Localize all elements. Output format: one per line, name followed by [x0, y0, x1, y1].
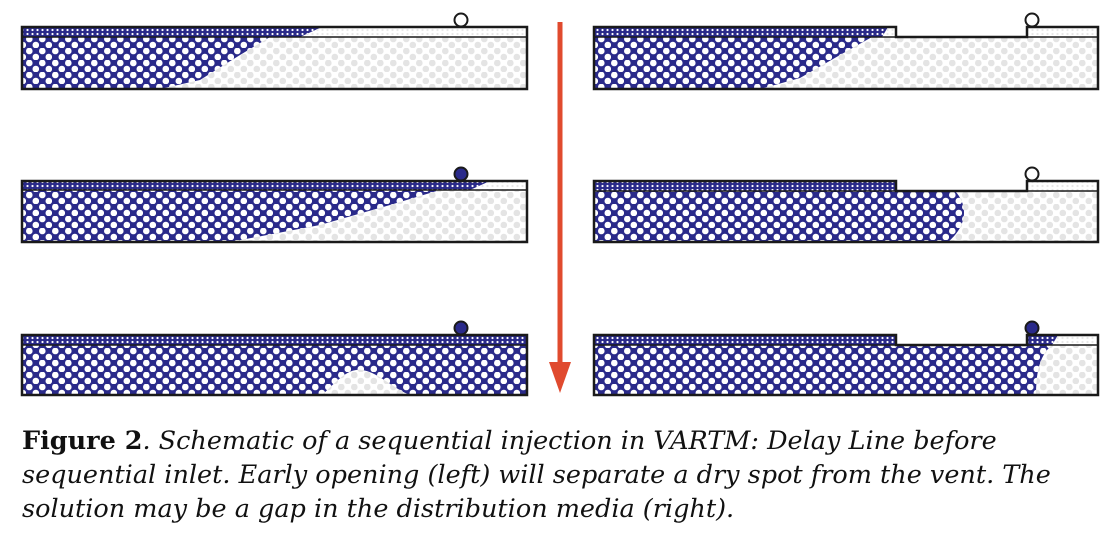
mesh-wet-region [22, 335, 527, 345]
resin-fiber-front [22, 37, 270, 89]
figure-label: Figure 2 [22, 426, 143, 456]
panel-left-step-1 [20, 12, 529, 91]
laminate-outline [592, 333, 1100, 397]
laminate-outline [20, 179, 529, 244]
panel-right-step-2 [592, 166, 1100, 244]
resin-mesh-front [22, 27, 322, 37]
vent-valve-icon [453, 166, 469, 182]
laminate-outline [592, 179, 1100, 244]
figure-caption-text: . Schematic of a sequential injection in… [22, 426, 1051, 524]
mesh-dry-region-2 [1027, 181, 1098, 191]
vent-valve-icon [1024, 166, 1040, 182]
laminate-outline [592, 25, 1100, 91]
panel-right-step-3 [592, 320, 1100, 397]
dry-spot [322, 369, 410, 395]
resin-mesh-front [22, 181, 490, 190]
vartm-schematic [20, 12, 1100, 397]
laminate-outline [20, 333, 529, 397]
resin-fiber-front [22, 190, 440, 242]
resin-fiber-front [594, 191, 965, 242]
panel-right-step-1 [592, 12, 1100, 91]
mesh-dry-region-2 [1027, 335, 1098, 345]
resin-mesh-front [594, 27, 888, 37]
resin-fiber-front [594, 345, 1052, 395]
time-arrow [549, 22, 571, 393]
mesh-wet-region [594, 335, 896, 345]
panel-left-step-3 [20, 320, 529, 397]
vent-valve-icon [453, 12, 469, 28]
vent-valve-icon [1024, 12, 1040, 28]
resin-fiber-front [594, 37, 872, 89]
fiber-wet-region [22, 345, 527, 395]
vent-valve-icon [453, 320, 469, 336]
vent-valve-icon [1024, 320, 1040, 336]
laminate-outline [20, 25, 529, 91]
mesh-wet-region [594, 181, 896, 191]
panel-left-step-2 [20, 166, 529, 244]
figure-caption: Figure 2. Schematic of a sequential inje… [22, 424, 1092, 526]
resin-mesh-front [1027, 335, 1058, 345]
mesh-dry-region-2 [1027, 27, 1098, 37]
